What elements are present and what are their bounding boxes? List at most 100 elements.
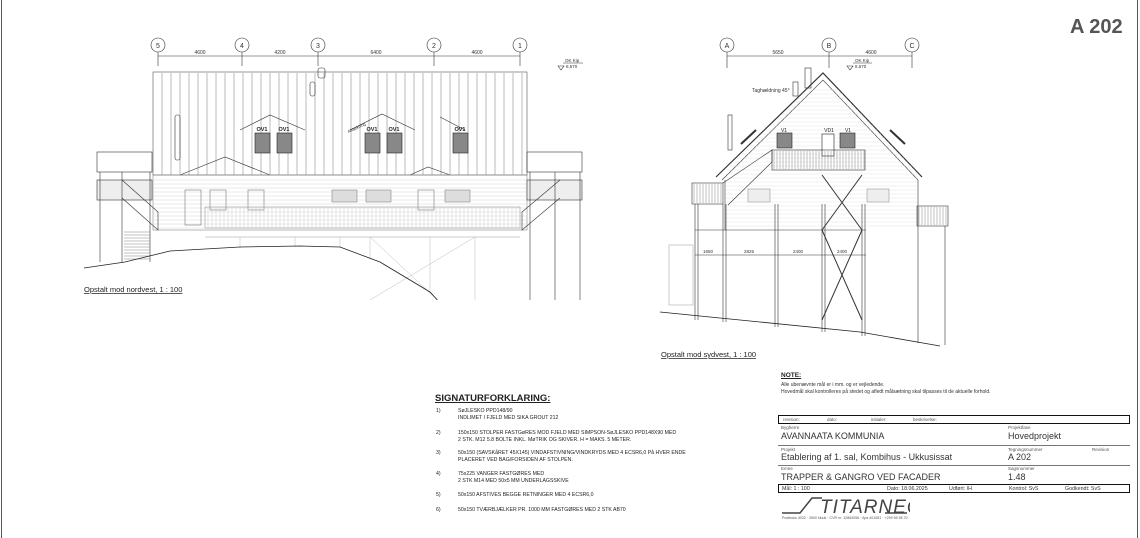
post-dimension: 2825: [744, 249, 755, 254]
svg-text:8,570: 8,570: [566, 64, 578, 69]
note-line: Hovedmål skal kontrolleres på stedet og …: [781, 389, 991, 395]
legend-number: 4): [436, 471, 441, 477]
approved-by: Godkendt: SvS: [1065, 486, 1101, 492]
legend-number: 6): [436, 507, 441, 513]
svg-text:OK Kip: OK Kip: [565, 58, 580, 63]
deck-substructure: [239, 236, 476, 300]
grid-marker: 5: [150, 37, 166, 66]
dimension: 4600: [865, 50, 876, 56]
projektfase-label: Projektfase: [1008, 425, 1031, 430]
stair-tower-left: [96, 151, 159, 262]
scale: Mål: 1 : 100: [782, 486, 810, 492]
dimension: 4600: [471, 50, 482, 56]
svg-text:3: 3: [316, 43, 320, 50]
legend-number: 5): [436, 492, 441, 498]
dimension: 4600: [194, 50, 205, 56]
side-stair: [668, 244, 694, 306]
svg-text:4: 4: [240, 43, 244, 50]
approval-row: Mål: 1 : 100 Dato: 18.06.2025 Udført: IH…: [778, 484, 1130, 493]
legend-line: 150x150 STOLPER FASTGøRES MOD FJELD MED …: [458, 430, 677, 436]
grid-marker: 2: [426, 37, 442, 66]
post-dimension: 2400: [793, 249, 804, 254]
upper-deck: [691, 149, 949, 321]
legend-text: 50x150 TVÆRBJÆLKER PR. 1000 MM FASTGØRES…: [458, 507, 626, 514]
legend-item: 2)150x150 STOLPER FASTGøRES MOD FJELD ME…: [436, 430, 676, 443]
elevation-caption: Opstalt mod sydvest, 1 : 100: [661, 350, 756, 359]
legend-line: PLACERET VED BAG/FORSIDEN AF STOLPEN.: [458, 456, 573, 463]
svg-text:1: 1: [518, 43, 522, 50]
roof-pitch-label: Taghældning 45°: [752, 88, 790, 94]
window-tag: OV1: [278, 127, 289, 133]
dimension: 4200: [274, 50, 285, 56]
elevation-southwest-drawing: A B C 5650 4600 OK Kip 8,570 Taghældning…: [659, 37, 949, 359]
svg-text:5: 5: [156, 43, 160, 50]
level-marker: OK Kip 8,570: [846, 58, 872, 71]
grid-marker: 4: [234, 37, 250, 66]
tegningsnummer-label: Tegningsnummer: [1008, 447, 1043, 452]
projektfase: Hovedprojekt: [1008, 431, 1062, 441]
legend-text: 50x150 AFSTIVES BEGGE RETNINGER MED 4 EC…: [458, 492, 594, 499]
revision-header: revision:: [783, 417, 800, 422]
grid-marker: 1: [512, 37, 528, 66]
gable: [715, 67, 923, 343]
bygherre: AVANNAATA KOMMUNIA: [781, 431, 885, 441]
revision-header: dato:: [827, 417, 838, 422]
legend-text: 50x150 (SAVSKåRET 45X145) VINDAFSTIVNING…: [458, 450, 686, 463]
grid-marker: C: [904, 37, 920, 68]
window-tag: OV1: [256, 127, 267, 133]
legend-line: SøJLESKO PPD148/90: [458, 408, 513, 414]
sheet-number: A 202: [1070, 16, 1123, 38]
elevation-caption: Opstalt mod nordvest, 1 : 100: [84, 285, 182, 294]
drawn-by: Udført: IH: [949, 486, 972, 492]
post-dimension: 1650: [703, 249, 714, 254]
company-address: Postboks 4032 · 3900 Nuuk · CVR nr. 1288…: [782, 516, 908, 520]
legend-title: SIGNATURFORKLARING:: [435, 393, 551, 404]
legend-number: 3): [436, 450, 441, 456]
legend-number: 1): [436, 408, 441, 414]
legend-line: 2 STK. M12 5.8 BOLTE INKL. MøTRIK OG SKI…: [458, 436, 632, 443]
posts: [694, 204, 866, 336]
company-logo: TITARNEQ: [782, 497, 910, 516]
legend-line: 75x225 VANGER FASTGØRES MED: [458, 471, 545, 477]
svg-text:B: B: [827, 43, 832, 50]
svg-text:OK Kip: OK Kip: [855, 58, 870, 63]
sagsnummer: 1.48: [1008, 472, 1026, 482]
windows: [747, 132, 890, 203]
note-title: NOTE:: [781, 372, 802, 379]
svg-text:8,570: 8,570: [855, 64, 867, 69]
revision-label: Revision: [1092, 447, 1110, 452]
window-tag: OV1: [388, 127, 399, 133]
window-tag: OV1: [454, 127, 465, 133]
legend-text: 150x150 STOLPER FASTGøRES MOD FJELD MED …: [458, 430, 676, 443]
projekt: Etablering af 1. sal, Kombihus - Ukkusis…: [781, 452, 953, 462]
grid-marker: 3: [310, 37, 326, 66]
svg-text:TITARNEQ: TITARNEQ: [820, 497, 910, 516]
grid-line-markers: 5 4 3 2 1 4600 4200 6400 4600: [150, 37, 528, 66]
revision-header: initialer:: [871, 417, 887, 422]
deck-railing: [204, 206, 521, 238]
legend-item: 6) 50x150 TVÆRBJÆLKER PR. 1000 MM FASTGØR…: [436, 507, 626, 514]
projekt-label: Projekt: [781, 447, 796, 452]
tegningsnummer: A 202: [1008, 452, 1032, 462]
terrain-line: [659, 311, 941, 347]
elevation-northwest-drawing: 5 4 3 2 1 4600 4200 6400 4600 OK Kip 8,5…: [83, 37, 583, 300]
legend-line: 50x150 TVÆRBJÆLKER PR. 1000 MM FASTGØRES…: [458, 507, 626, 513]
terrain-line: [83, 245, 438, 300]
level-marker: OK Kip 8,570: [557, 58, 583, 71]
legend-item: 5) 50x150 AFSTIVES BEGGE RETNINGER MED 4 …: [436, 492, 594, 499]
svg-text:A: A: [725, 43, 730, 50]
window-tag: V1: [845, 128, 851, 134]
sagsnummer-label: Sagsnummer: [1008, 466, 1035, 471]
dimension: 6400: [370, 50, 381, 56]
legend-item: 3) 50x150 (SAVSKåRET 45X145) VINDAFSTIVNI…: [436, 450, 686, 463]
legend-line: INDLIMET I FJELD MED SIKA GROUT 212: [458, 414, 559, 421]
legend-line: 2 STK M14 MED 50x5 MM UNDERLAGSSKIVE: [458, 477, 569, 484]
divider: [778, 445, 1130, 446]
grid-marker: B: [821, 37, 837, 68]
grid-marker: A: [719, 37, 735, 68]
